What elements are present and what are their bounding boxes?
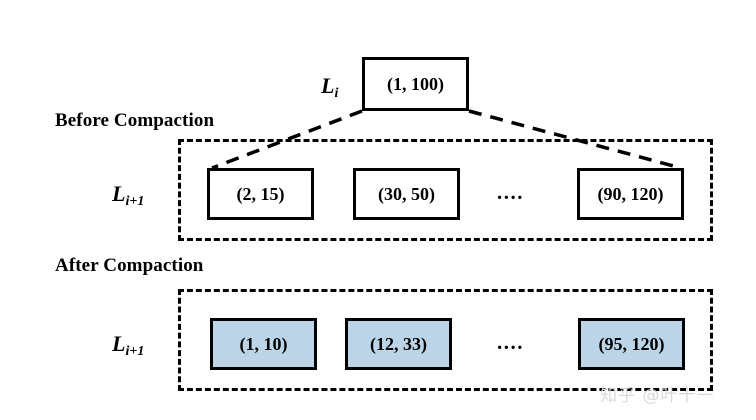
level-label-li-plus-1-after-subscript: i+1 (125, 344, 145, 360)
level-label-li-base: L (321, 73, 335, 98)
level-label-li: Li (321, 73, 338, 102)
level-label-li-plus-1-before-base: L (112, 181, 126, 206)
level-label-li-plus-1-before: Li+1 (112, 181, 144, 210)
ellipsis-after: .... (497, 330, 524, 354)
key-range-box-before-0: (2, 15) (207, 168, 314, 220)
key-range-box-before-1: (30, 50) (353, 168, 460, 220)
ellipsis-before: .... (497, 180, 524, 204)
level-label-li-plus-1-after: Li+1 (112, 331, 144, 360)
level-label-li-plus-1-after-base: L (112, 331, 126, 356)
key-range-box-after-2: (95, 120) (578, 318, 685, 370)
level-label-li-plus-1-before-subscript: i+1 (125, 194, 145, 210)
section-title-after-compaction: After Compaction (55, 255, 204, 276)
dashed-group-before-compaction (178, 139, 713, 241)
key-range-box-after-0: (1, 10) (210, 318, 317, 370)
key-range-box-after-1: (12, 33) (345, 318, 452, 370)
level-label-li-subscript: i (334, 86, 339, 102)
section-title-before-compaction: Before Compaction (55, 110, 215, 131)
watermark: 知乎 @叶十一 (600, 386, 715, 406)
key-range-box-before-2: (90, 120) (577, 168, 684, 220)
dashed-group-after-compaction (178, 289, 713, 391)
key-range-box-root: (1, 100) (362, 57, 469, 111)
